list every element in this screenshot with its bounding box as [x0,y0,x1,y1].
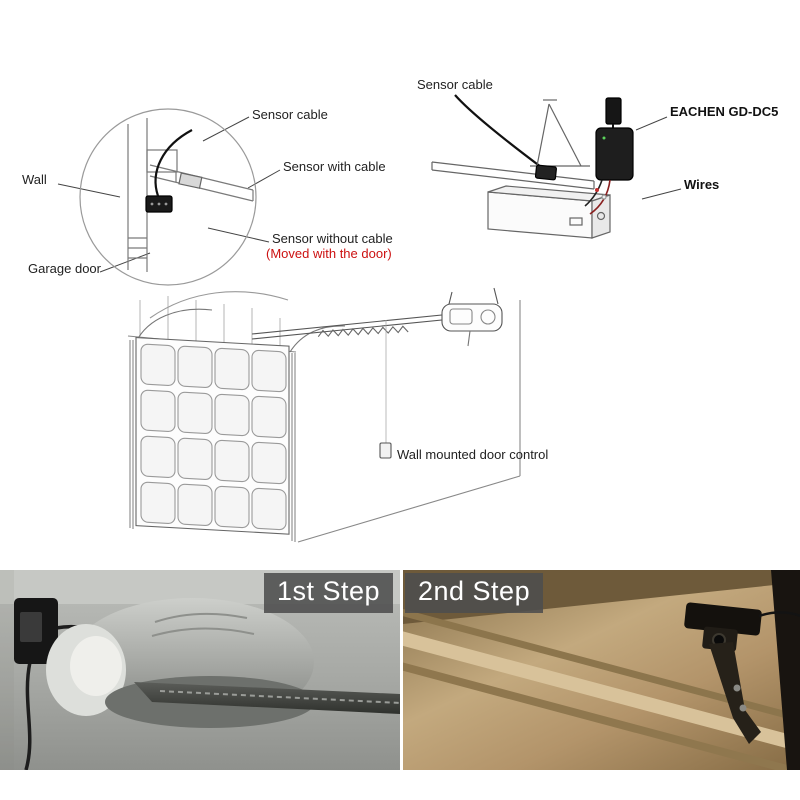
wires-drawing [584,179,603,207]
step1-photo-art [0,570,400,770]
label-sensor-cable-left: Sensor cable [252,107,328,122]
callout-circle [79,108,257,286]
label-device-name: EACHEN GD-DC5 [670,104,779,119]
antenna-drawing [605,97,622,125]
spring-drawing [317,325,409,338]
device-cable-drawing [24,661,32,770]
leader-lines [57,116,682,273]
sensor-cable-right-drawing [454,94,542,168]
sensor-with-cable-drawing [178,172,203,189]
sensor-on-rail-drawing [534,164,557,181]
label-garage-door: Garage door [28,261,101,276]
label-wall: Wall [22,172,47,187]
bracket-arm [709,642,761,744]
step1-label: 1st Step [263,573,393,613]
opener-rail-assembly [431,94,634,239]
step-photos: 1st Step 2nd St [0,570,800,770]
label-moved-with-door-note: (Moved with the door) [266,246,392,261]
garage-door-drawing [135,337,290,535]
photo-step1: 1st Step [0,570,400,770]
label-sensor-without-cable: Sensor without cable [272,231,393,246]
label-wall-control: Wall mounted door control [397,447,549,462]
sensor-cable-drawing [154,129,193,197]
door-edge-shadow [771,570,800,770]
step2-label: 2nd Step [405,573,544,613]
sensor-bracket-photo [684,602,800,744]
wall-control-drawing [379,442,392,459]
eachen-device-drawing [595,127,634,181]
photo-step2: 2nd Step [400,570,800,770]
sensor-wire [758,611,800,618]
rail-photo [134,682,400,714]
label-sensor-cable-right: Sensor cable [417,77,493,92]
installation-diagram: Sensor cable Sensor cable EACHEN GD-DC5 … [22,77,779,543]
diagram-line-art [57,94,682,543]
garage-scene [127,287,521,543]
label-wires: Wires [684,177,720,192]
opener-lamp-lens [70,636,122,696]
sensor-mount-callout [79,108,257,286]
label-sensor-with-cable: Sensor with cable [283,159,386,174]
